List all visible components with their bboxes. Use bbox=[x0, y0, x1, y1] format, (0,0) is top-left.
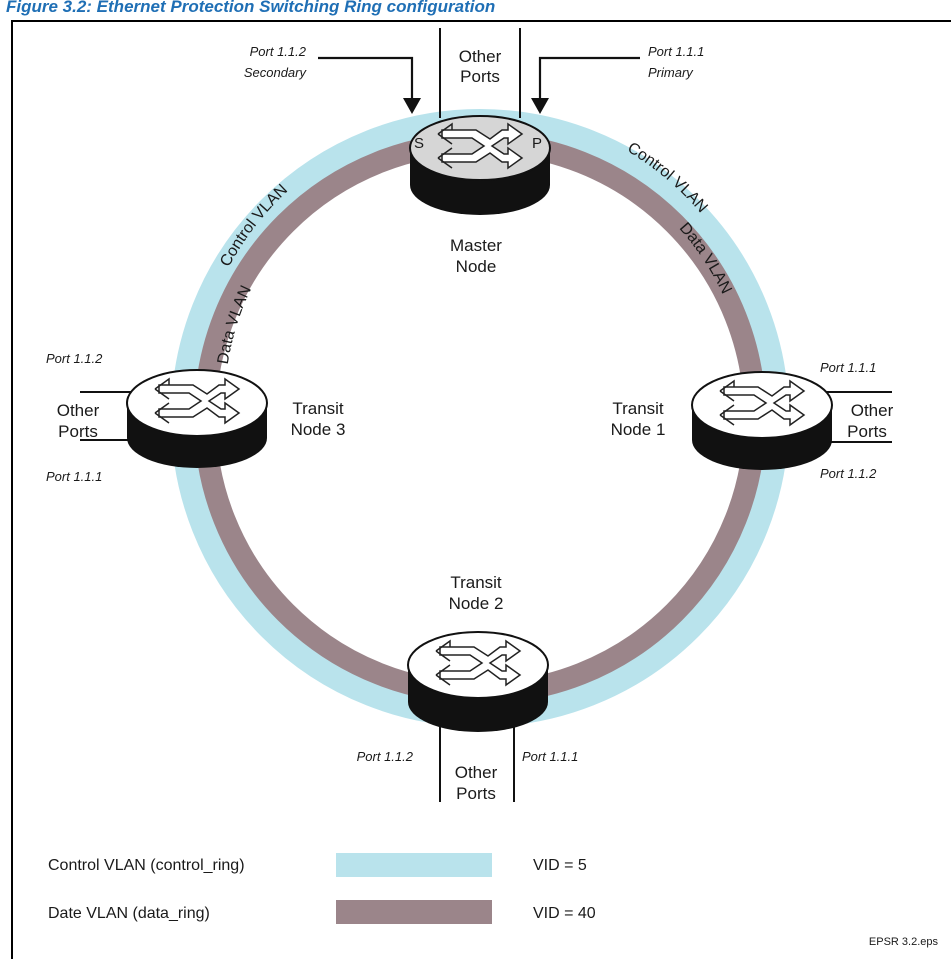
legend-data-swatch bbox=[336, 900, 492, 924]
master-other-ports-line2: Ports bbox=[460, 67, 500, 86]
transit2-switch-icon bbox=[435, 639, 522, 687]
master-other-ports-line1: Other bbox=[459, 47, 502, 66]
transit3-port-top: Port 1.1.2 bbox=[46, 351, 103, 366]
master-secondary-role: Secondary bbox=[244, 65, 308, 80]
transit1-name-line2: Node 1 bbox=[611, 420, 666, 439]
transit-node-3: Port 1.1.2 Port 1.1.1 Other Ports Transi… bbox=[46, 351, 345, 484]
master-secondary-arrow bbox=[318, 56, 414, 104]
figure-title: Figure 3.2: Ethernet Protection Switchin… bbox=[6, 0, 495, 16]
transit3-name-line2: Node 3 bbox=[291, 420, 346, 439]
transit3-other-ports-line1: Other bbox=[57, 401, 100, 420]
transit2-port-left: Port 1.1.2 bbox=[357, 749, 414, 764]
legend-control-label: Control VLAN (control_ring) bbox=[48, 857, 245, 874]
figure-title-strip: Figure 3.2: Ethernet Protection Switchin… bbox=[0, 0, 951, 18]
transit2-other-ports-line2: Ports bbox=[456, 784, 496, 803]
transit3-other-ports-line2: Ports bbox=[58, 422, 98, 441]
master-s-label: S bbox=[414, 135, 424, 152]
master-primary-arrow bbox=[538, 56, 640, 104]
file-label: EPSR 3.2.eps bbox=[869, 936, 939, 948]
legend-control-vid: VID = 5 bbox=[533, 857, 587, 874]
transit3-switch-icon bbox=[154, 377, 241, 425]
master-node-name-line1: Master bbox=[450, 236, 502, 255]
figure-frame bbox=[11, 20, 951, 959]
transit2-name-line2: Node 2 bbox=[449, 594, 504, 613]
transit1-name-line1: Transit bbox=[612, 399, 664, 418]
legend-data-vid: VID = 40 bbox=[533, 905, 596, 922]
master-switch-icon bbox=[437, 122, 524, 170]
transit1-port-bottom: Port 1.1.2 bbox=[820, 466, 877, 481]
master-secondary-port: Port 1.1.2 bbox=[250, 44, 307, 59]
legend-control-swatch bbox=[336, 853, 492, 877]
legend-data-label: Date VLAN (data_ring) bbox=[48, 905, 210, 922]
transit2-name-line1: Transit bbox=[450, 573, 502, 592]
transit1-other-ports-line2: Ports bbox=[847, 422, 887, 441]
transit3-port-bottom: Port 1.1.1 bbox=[46, 469, 102, 484]
transit3-name-line1: Transit bbox=[292, 399, 344, 418]
transit2-other-ports-line1: Other bbox=[455, 763, 498, 782]
master-node: S P Other Ports Master Node Port 1.1.2 S… bbox=[244, 28, 704, 276]
transit1-other-ports-line1: Other bbox=[851, 401, 894, 420]
transit1-switch-icon bbox=[719, 379, 806, 427]
transit2-port-right: Port 1.1.1 bbox=[522, 749, 578, 764]
transit1-port-top: Port 1.1.1 bbox=[820, 360, 876, 375]
transit-node-1: Port 1.1.1 Port 1.1.2 Other Ports Transi… bbox=[611, 360, 894, 481]
master-node-name-line2: Node bbox=[456, 257, 497, 276]
master-p-label: P bbox=[532, 135, 542, 152]
master-primary-port: Port 1.1.1 bbox=[648, 44, 704, 59]
legend: Control VLAN (control_ring) VID = 5 Date… bbox=[48, 853, 596, 924]
transit-node-2: Transit Node 2 Port 1.1.2 Port 1.1.1 Oth… bbox=[357, 573, 579, 803]
master-primary-role: Primary bbox=[648, 65, 694, 80]
